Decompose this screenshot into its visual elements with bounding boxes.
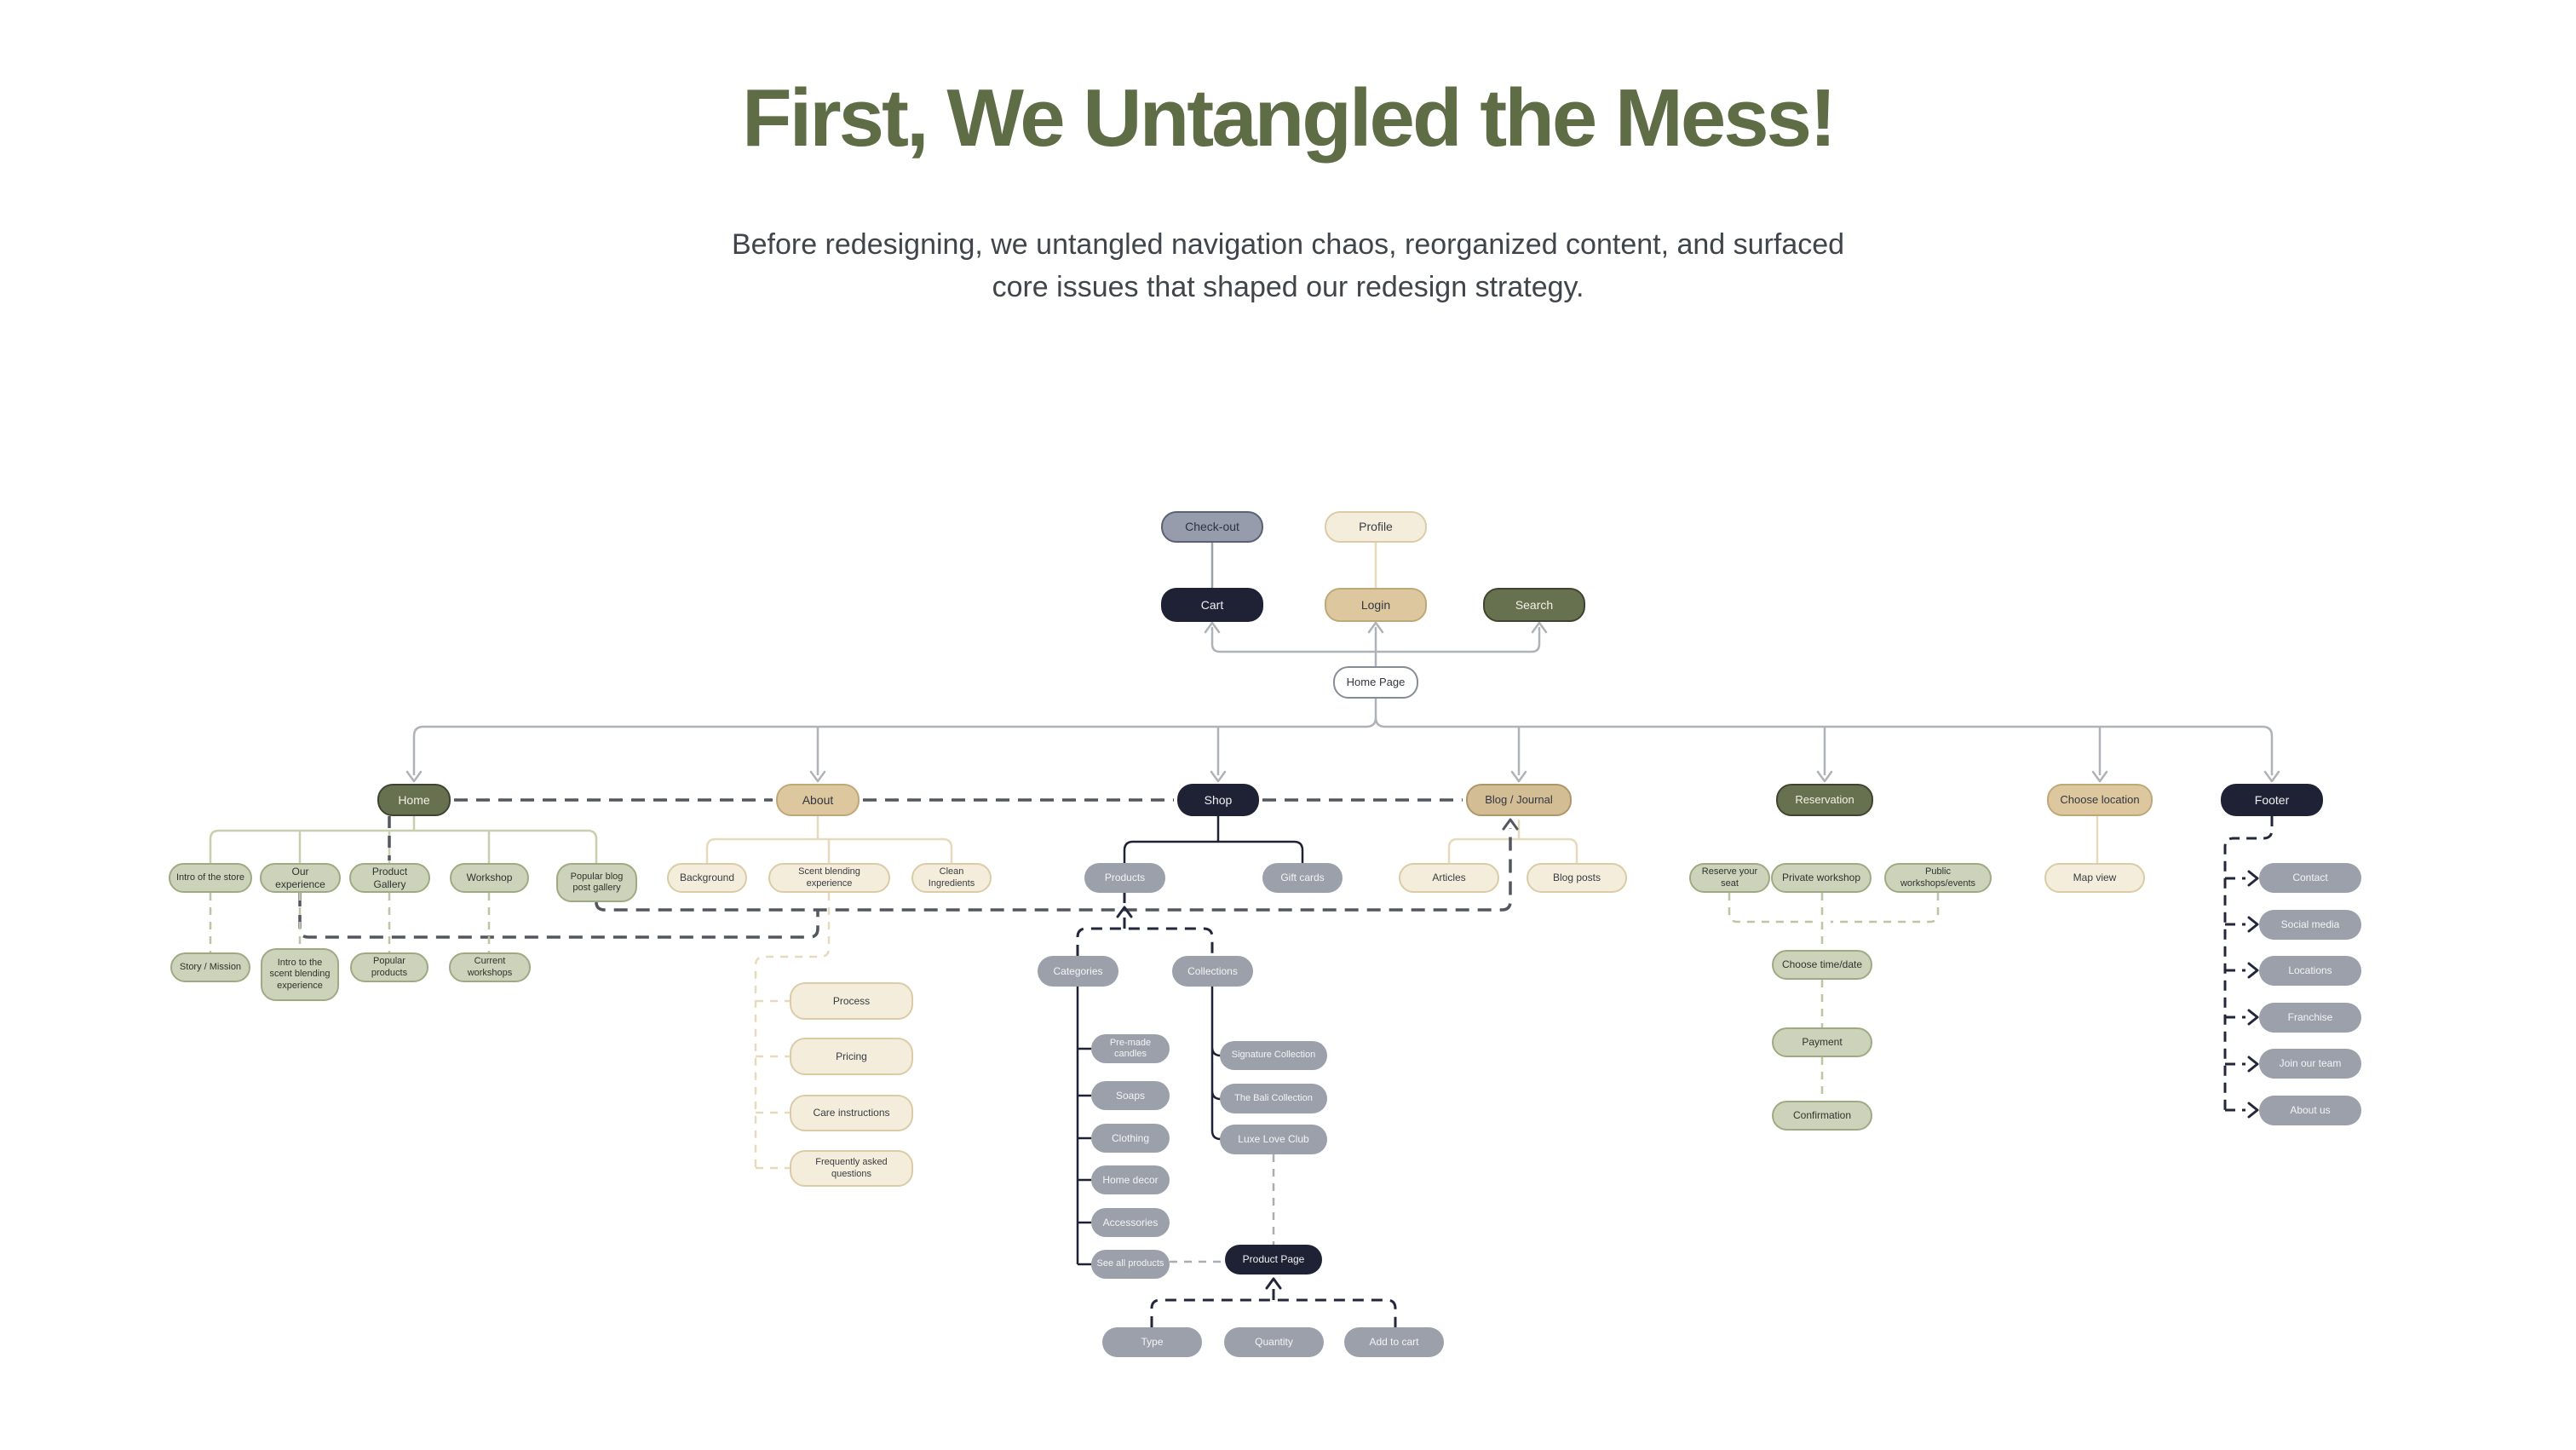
sitemap-node-articles: Articles (1399, 863, 1499, 893)
sitemap-node-productgallery: Product Gallery (349, 863, 430, 893)
edge-home-children-bracket (209, 816, 598, 863)
arrowhead-products (1116, 906, 1133, 918)
arrowheads-footer-links (2247, 870, 2259, 1119)
sitemap-node-productpage: Product Page (1225, 1245, 1322, 1275)
sitemap-node-reservation: Reservation (1776, 784, 1873, 816)
edge-blogjournal-children-bracket (1447, 820, 1578, 863)
sitemap-node-scentblending: Scent blending experience (768, 863, 890, 893)
sitemap-node-checkout: Check-out (1161, 511, 1263, 543)
sitemap-node-products: Products (1084, 863, 1165, 893)
sitemap-node-popularblog: Popular blog post gallery (556, 863, 637, 902)
sitemap-node-footer: Footer (2221, 784, 2323, 816)
sitemap-node-shop: Shop (1177, 784, 1259, 816)
sitemap-node-joinourteam: Join our team (2259, 1049, 2361, 1079)
sitemap-node-profile: Profile (1325, 511, 1427, 543)
sitemap-node-ourexperience: Our experience (260, 863, 341, 893)
sitemap-node-luxe: Luxe Love Club (1220, 1125, 1327, 1154)
sitemap-node-payment: Payment (1772, 1027, 1872, 1057)
sitemap-node-homepage: Home Page (1333, 666, 1418, 699)
sitemap-node-premade: Pre-made candles (1091, 1034, 1170, 1063)
edges-dashed-reservation-flow (1728, 893, 1940, 1101)
sitemap-node-soaps: Soaps (1091, 1081, 1170, 1110)
edge-dashed-footer-links (2223, 816, 2274, 1112)
arrowhead-productpage (1265, 1277, 1282, 1290)
sitemap-node-quantity: Quantity (1224, 1327, 1324, 1357)
sitemap-node-careinstructions: Care instructions (790, 1095, 913, 1131)
sitemap-node-login: Login (1325, 588, 1427, 622)
edge-dashed-scentblending-column (754, 893, 831, 1170)
page-title: First, We Untangled the Mess! (741, 72, 1837, 164)
sitemap-node-reserveseat: Reserve your seat (1689, 863, 1770, 893)
sitemap-node-storymission: Story / Mission (170, 952, 250, 982)
sitemap-node-faq: Frequently asked questions (790, 1150, 913, 1187)
sitemap-node-giftcards: Gift cards (1262, 863, 1343, 893)
sitemap-node-locations: Locations (2259, 956, 2361, 986)
page-subtitle-line2: core issues that shaped our redesign str… (992, 271, 1584, 303)
edge-collections-list (1210, 987, 1222, 1141)
edges-dashed-home-subchildren (209, 893, 491, 952)
sitemap-node-accessories: Accessories (1091, 1208, 1170, 1237)
page-subtitle: Before redesigning, we untangled navigat… (0, 223, 2576, 308)
sitemap-node-chooselocation: Choose location (2047, 784, 2153, 816)
sitemap-node-addtocart: Add to cart (1344, 1327, 1444, 1357)
sitemap-node-home: Home (377, 784, 451, 816)
sitemap-node-bali: The Bali Collection (1220, 1084, 1327, 1113)
sitemap-node-clothing: Clothing (1091, 1124, 1170, 1153)
sitemap-node-mapview: Map view (2044, 863, 2145, 893)
edge-shop-children-bracket (1123, 816, 1304, 863)
sitemap-node-choosetime: Choose time/date (1772, 950, 1872, 980)
sitemap-node-contact: Contact (2259, 863, 2361, 893)
edge-trunk (412, 699, 2274, 775)
sitemap-node-franchise: Franchise (2259, 1003, 2361, 1033)
sitemap-node-cart: Cart (1161, 588, 1263, 622)
edge-categories-list (1076, 987, 1091, 1266)
sitemap-node-socialmedia: Social media (2259, 910, 2361, 940)
sitemap-node-cleaningredients: Clean Ingredients (911, 863, 992, 893)
sitemap-node-introstore: Intro of the store (169, 863, 252, 893)
sitemap-node-search: Search (1483, 588, 1585, 622)
sitemap-node-homedecor: Home decor (1091, 1165, 1170, 1194)
sitemap-node-process: Process (790, 982, 913, 1020)
sitemap-node-collections: Collections (1172, 956, 1253, 987)
sitemap-node-about: About (776, 784, 860, 816)
edge-dashed-productpage-bracket (1150, 1288, 1397, 1327)
edge-about-children-bracket (705, 816, 953, 863)
arrowheads-top-bracket (1204, 621, 1548, 634)
sitemap-node-pricing: Pricing (790, 1038, 913, 1075)
sitemap-node-publicworkshops: Public workshops/events (1884, 863, 1992, 893)
sitemap-node-type: Type (1102, 1327, 1202, 1357)
edge-dashed-crosslink-main (595, 828, 1512, 912)
sitemap-node-workshop: Workshop (450, 863, 529, 893)
sitemap-node-background: Background (667, 863, 747, 893)
sitemap-node-aboutus: About us (2259, 1096, 2361, 1125)
sitemap-node-currentworkshops: Current workshops (449, 952, 531, 982)
sitemap-node-confirmation: Confirmation (1772, 1101, 1872, 1131)
sitemap-node-introscent: Intro to the scent blending experience (261, 948, 339, 1001)
sitemap-node-privateworkshop: Private workshop (1771, 863, 1872, 893)
arrowheads-trunk (405, 770, 2280, 783)
arrowhead-blogjournal (1502, 818, 1519, 831)
sitemap-node-categories: Categories (1038, 956, 1118, 987)
edge-homepage-top-bracket (1210, 626, 1541, 668)
edge-dashed-crosslink-ourexperience (298, 893, 819, 939)
page-subtitle-line1: Before redesigning, we untangled navigat… (731, 228, 1845, 261)
sitemap-node-signature: Signature Collection (1220, 1041, 1327, 1070)
edge-dashed-products-bracket (1076, 892, 1214, 956)
sitemap-node-blogjournal: Blog / Journal (1466, 784, 1572, 816)
sitemap-node-blogposts: Blog posts (1527, 863, 1627, 893)
sitemap-node-seeall: See all products (1091, 1250, 1170, 1279)
sitemap-node-popularproducts: Popular products (350, 952, 428, 982)
